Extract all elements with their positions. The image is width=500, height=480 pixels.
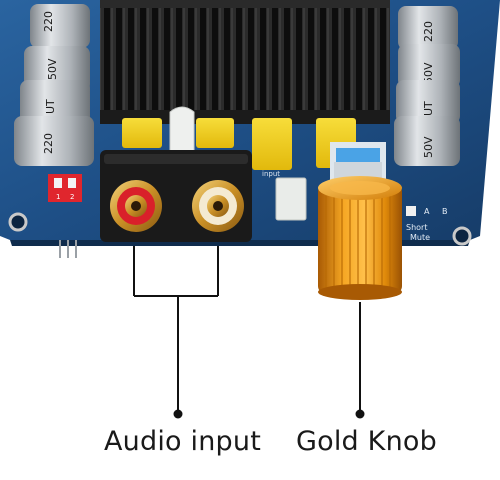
input-connector <box>275 177 307 221</box>
audio-input-caption: Audio input <box>104 426 261 457</box>
dip-switch-number-2: 2 <box>70 193 74 201</box>
dip-switch: 1 2 <box>48 174 82 202</box>
input-silkscreen-label: input <box>262 170 280 178</box>
callout-dot-audio <box>173 409 183 419</box>
jumper-pad <box>406 206 416 216</box>
header-pins <box>59 240 77 258</box>
potentiometer-metal <box>334 162 382 180</box>
capacitor-series-label: UT <box>422 101 435 116</box>
capacitor-right-4: 50V <box>394 116 460 166</box>
jumper-label-b: B <box>442 207 448 216</box>
heatsink <box>100 0 390 124</box>
capacitor-right-3: UT <box>396 80 460 124</box>
capacitor-left-4: 220 <box>14 116 94 166</box>
rca-jack-red-icon <box>110 180 162 232</box>
gold-knob-icon <box>318 176 402 300</box>
capacitor-left-1: 220 <box>30 4 90 48</box>
capacitor-voltage-label: 50V <box>422 136 435 158</box>
rca-housing-top <box>104 154 248 164</box>
white-standoff <box>169 106 195 157</box>
capacitor-series-label: UT <box>44 99 57 114</box>
mounting-hole-left <box>8 212 28 232</box>
gold-knob-caption: Gold Knob <box>296 426 437 457</box>
film-capacitor-3 <box>252 118 292 170</box>
film-capacitor-2 <box>196 118 234 148</box>
film-capacitor-1 <box>122 118 162 148</box>
jumper-label-a: A <box>424 207 430 216</box>
capacitor-value-label: 220 <box>42 133 55 154</box>
capacitor-voltage-label: 50V <box>422 62 435 84</box>
mounting-hole-right <box>452 226 472 246</box>
capacitor-right-2: 50V <box>398 44 460 88</box>
capacitor-value-label: 220 <box>422 21 435 42</box>
short-label: Short <box>406 223 427 232</box>
mute-label: Mute <box>410 233 430 242</box>
capacitor-value-label: 220 <box>42 11 55 32</box>
callout-dot-knob <box>355 409 365 419</box>
dip-switch-number-1: 1 <box>56 193 60 201</box>
potentiometer-blue <box>336 148 380 162</box>
rca-jack-white-icon <box>192 180 244 232</box>
capacitor-right-1: 220 <box>398 6 458 50</box>
capacitor-voltage-label: 50V <box>46 58 59 80</box>
callout-audio-input <box>133 246 219 410</box>
